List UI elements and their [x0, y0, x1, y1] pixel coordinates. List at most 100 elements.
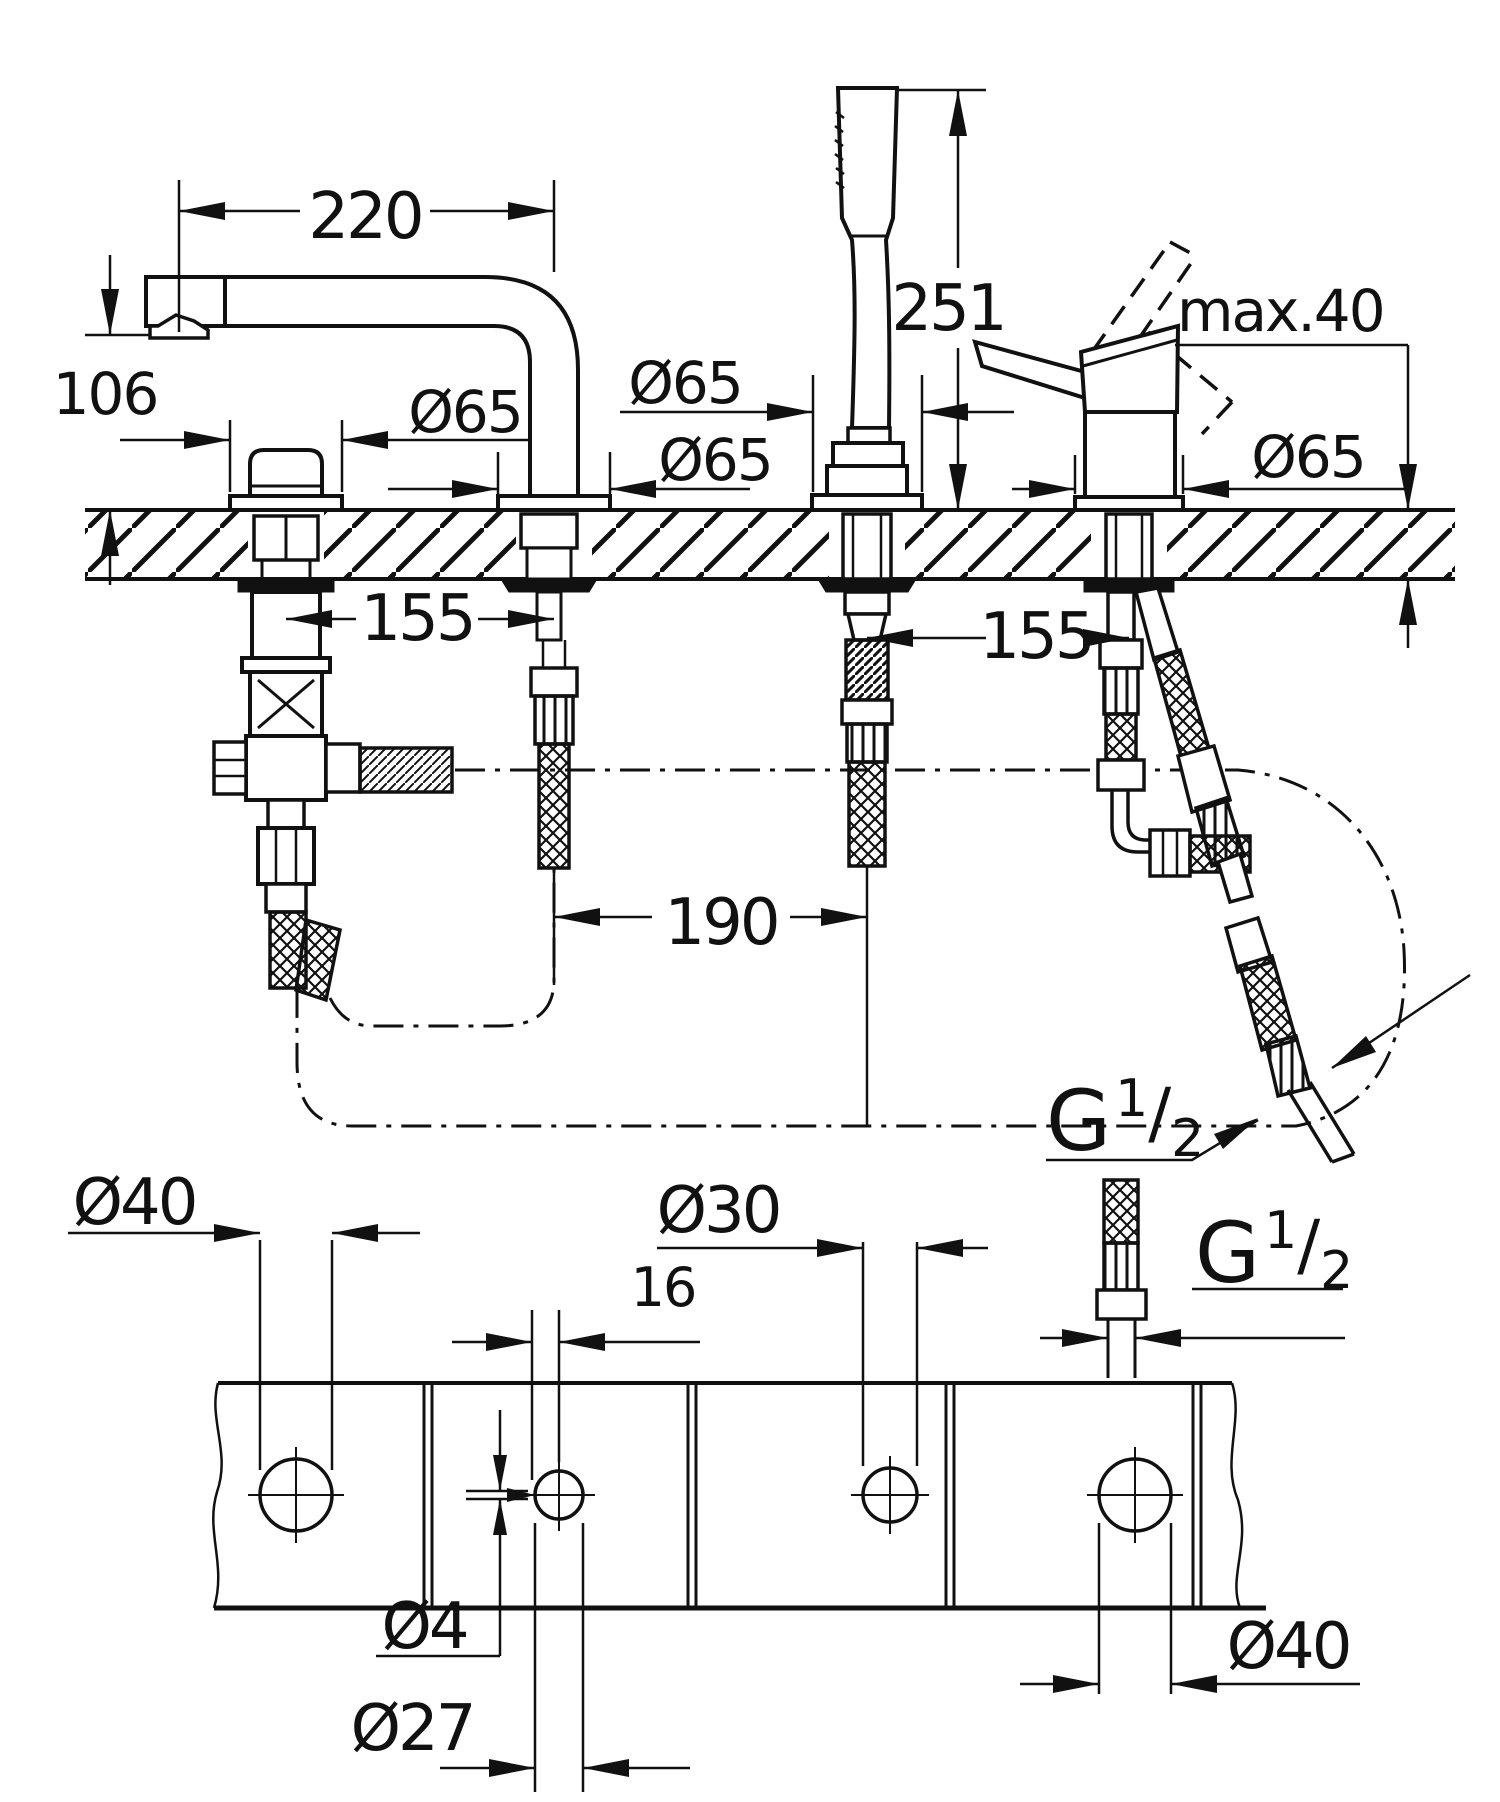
plan-hose-braid — [1102, 1178, 1140, 1245]
valve-hose-tail-b — [294, 917, 343, 1003]
plan-hose-tube — [1106, 1319, 1137, 1378]
mixer-hex-1 — [1098, 638, 1144, 670]
valve-ring — [240, 656, 332, 674]
mixer-hose-right-tip — [1215, 851, 1255, 905]
dim-deck-thickness-label: max.40 — [1177, 277, 1384, 345]
thread-label-lower: G1/2 — [1195, 1201, 1353, 1302]
valve-coupler — [264, 882, 308, 914]
mixer-hose-right-hex — [1175, 743, 1233, 815]
hose-braid-segment — [1237, 953, 1299, 1053]
dimensions-bottom — [68, 1224, 1360, 1792]
routing-loop-outer — [295, 768, 1407, 1128]
plan-hole-1-crosshair — [248, 1447, 344, 1543]
handshower-unit — [810, 86, 924, 868]
dimensions-top — [85, 88, 1471, 1162]
mixer-tailpiece — [1106, 590, 1136, 642]
dim-spout-height-label: 106 — [53, 360, 158, 428]
valve-knob — [248, 448, 324, 498]
spout-flange — [496, 494, 612, 512]
hose-ferrule — [1263, 1033, 1313, 1099]
dim-pilot-offset-label: 16 — [631, 1256, 696, 1319]
dim-flange3-label: Ø65 — [628, 349, 741, 417]
hose-tube-end — [1286, 1081, 1356, 1164]
diverter-tee — [244, 734, 328, 802]
thread-lower-den: 2 — [1320, 1241, 1353, 1301]
valve-hex-adapter — [256, 826, 316, 886]
shower-supply-hose — [1223, 915, 1356, 1164]
handshower-base-lower — [825, 464, 909, 497]
handshower-shank — [841, 512, 893, 581]
drilling-plan — [212, 1381, 1266, 1611]
diverter-stub — [324, 742, 362, 794]
dim-hole2-label: Ø27 — [351, 1692, 474, 1766]
mixer-shank — [1104, 512, 1154, 581]
dim-hole1-label: Ø40 — [73, 1166, 196, 1240]
dim-flange2-label: Ø65 — [658, 426, 771, 494]
spout-locknut — [500, 578, 598, 593]
mixer-elbow — [1110, 790, 1150, 854]
plan-pilot-arrow — [507, 1488, 535, 1502]
mixer-unit — [972, 240, 1255, 905]
handshower-base-upper — [831, 441, 905, 468]
thread-lower-slash: / — [1297, 1206, 1320, 1285]
thread-lower-g: G — [1195, 1204, 1260, 1302]
dim-220-extensions — [177, 180, 556, 332]
plan-joint-2 — [686, 1383, 698, 1608]
handshower-ferrule — [845, 722, 889, 764]
handshower-spring-guide — [844, 638, 890, 702]
deck-hatch-3 — [592, 512, 829, 577]
plan-hose-hex — [1095, 1288, 1148, 1321]
deck-hatch-4 — [905, 512, 1091, 577]
mixer-cartridge-cap — [1078, 323, 1181, 414]
plan-joint-3 — [944, 1383, 956, 1608]
hose-routing-centerlines — [295, 768, 1407, 1128]
mixer-hose-left — [1104, 712, 1138, 762]
thread-lower-num: 1 — [1264, 1201, 1297, 1261]
thread-label-upper: G1/2 — [1046, 1069, 1204, 1170]
diverter-hex-left — [212, 740, 248, 796]
thread-upper-g: G — [1046, 1072, 1111, 1170]
dim-pilot-diameter-label: Ø4 — [381, 1590, 466, 1664]
handshower-hose — [847, 760, 887, 868]
handshower-tailpiece — [843, 590, 891, 616]
dim-flange4-label: Ø65 — [1251, 423, 1364, 491]
dimension-labels-bottom: Ø40 16 Ø4 Ø27 Ø30 Ø40 G1/2 — [73, 1166, 1354, 1766]
plan-joint-4 — [1191, 1383, 1203, 1608]
dim-projection-label: 220 — [308, 180, 421, 254]
handshower-ring — [846, 426, 892, 445]
thread-upper-slash: / — [1148, 1074, 1171, 1153]
mixer-ferrule-1 — [1102, 666, 1140, 716]
dim-flange1-label: Ø65 — [408, 378, 521, 446]
thread-upper-den: 2 — [1171, 1109, 1204, 1169]
plan-hose-ferrule — [1102, 1241, 1140, 1292]
mixer-hose-right-ferrule — [1193, 795, 1247, 869]
spout-shank — [525, 546, 573, 581]
spout-tail-piece — [535, 590, 563, 642]
plan-break-right — [1230, 1382, 1244, 1609]
dim-hole4-label: Ø40 — [1227, 1610, 1350, 1684]
mixer-flange — [1073, 495, 1185, 512]
mixer-elbow-hex — [1148, 828, 1192, 878]
mixer-body — [1083, 410, 1177, 499]
deck-section — [85, 508, 1455, 581]
dim-hole3-label: Ø30 — [657, 1174, 780, 1248]
valve-unit — [212, 448, 454, 1003]
spout-tube — [223, 275, 580, 498]
dim-spacing-left-label: 155 — [360, 582, 473, 656]
deck-hatch-2 — [324, 512, 516, 577]
spout-shank-nut — [519, 512, 579, 550]
dim-shower-height-label: 251 — [891, 272, 1004, 346]
spout-hex — [529, 666, 579, 698]
handshower-locknut — [817, 578, 917, 593]
handshower-hex — [840, 698, 894, 726]
spout-ferrule — [533, 694, 575, 746]
handshower-wand — [835, 86, 900, 430]
plan-hole-3-crosshair — [851, 1456, 929, 1534]
mixer-nut-left — [1096, 758, 1146, 792]
handshower-grip-ticks — [834, 111, 845, 189]
dim-spacing-center-label: 190 — [664, 886, 777, 960]
plan-hole-4-crosshair — [1087, 1447, 1183, 1543]
hose-drop-lines — [552, 866, 869, 1126]
